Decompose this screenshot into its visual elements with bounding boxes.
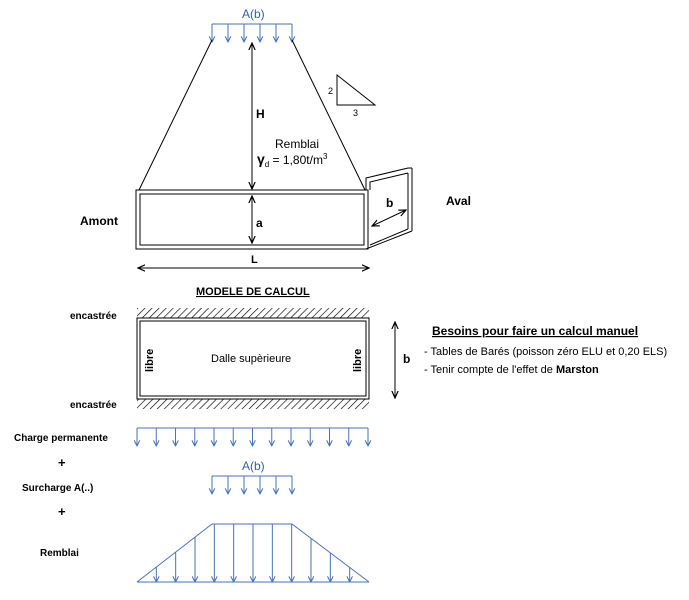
top-load-arrows [212,23,292,42]
culvert-outer [135,189,369,250]
model-title: MODELE DE CALCUL [196,286,310,298]
fixed-top-label: encastrée [70,311,117,322]
fill-title: Remblai [275,137,319,151]
overload-arrows [212,475,292,494]
needs-item-marston: - Tenir compte de l'effet de Marston [424,364,599,376]
slab-label: Dalle supèrieure [211,353,291,365]
height-label: H [256,107,265,121]
upstream-label: Amont [80,214,118,228]
fill-load-arrows [136,523,370,583]
width-dimension-arrow [372,210,406,226]
culvert-inner [139,193,365,246]
plus-1: + [58,455,66,470]
length-label: L [251,254,258,266]
slope-horizontal-label: 3 [353,108,358,118]
load-envelope-left [136,523,213,583]
plus-2: + [58,504,66,519]
free-right-label: libre [352,349,364,372]
downstream-label: Aval [446,194,471,208]
fill-load-label: Remblai [40,548,79,559]
gamma-exponent: 3 [323,152,328,161]
needs-title: Besoins pour faire un calcul manuel [432,324,638,338]
needs-item-barès: - Tables de Barés (poisson zéro ELU et 0… [424,346,667,358]
slope-vertical-label: 2 [328,86,333,96]
fixed-bottom-label: encastrée [70,400,117,411]
gamma-value: = 1,80t/m [269,153,323,167]
inner-height-label: a [256,216,263,230]
slope-triangle [336,73,377,106]
permanent-load-label: Charge permanente [14,433,108,444]
gamma-symbol: γ [257,151,265,167]
slab-inner [139,320,367,397]
fixed-support-bottom-hatch [137,399,369,409]
overload-label: Surcharge A(..) [22,483,93,494]
gamma-subscript: d [265,160,269,169]
embankment-slope-right [291,39,366,191]
slab-outer [136,317,370,400]
needs-item-marston-prefix: - Tenir compte de l'effet de [424,364,556,376]
free-left-label: libre [144,349,156,372]
fixed-support-top-hatch [137,308,369,318]
width-label: b [386,196,393,210]
overload-load-label: A(b) [242,459,265,473]
permanent-load-arrows [137,427,368,446]
embankment-slope-left [138,39,213,191]
top-load-label: A(b) [242,7,265,21]
unit-weight: γd = 1,80t/m3 [257,151,328,169]
needs-item-marston-bold: Marston [556,364,599,376]
culvert-outlet [365,167,413,250]
span-label: b [403,352,410,366]
